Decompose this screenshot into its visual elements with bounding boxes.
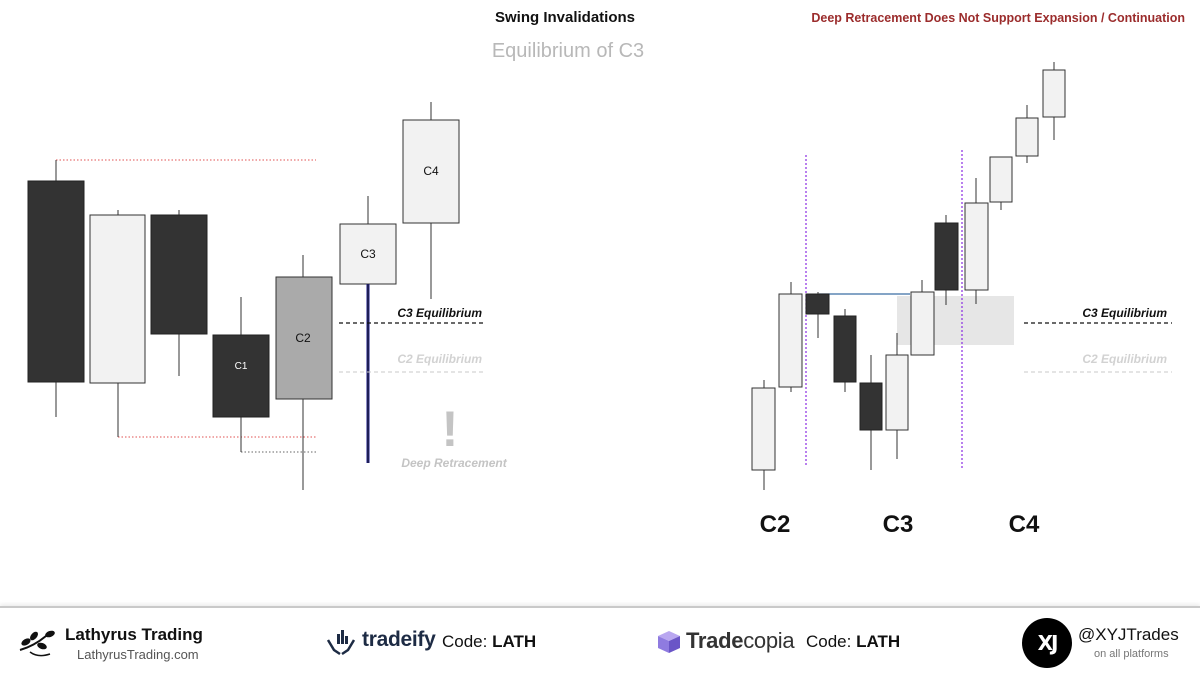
candle-body [934, 222, 959, 291]
candle-body [1042, 69, 1066, 118]
tradecopia-code-label: Code: [806, 632, 857, 651]
candle-body [751, 387, 776, 471]
lathyrus-brand-name: Lathyrus Trading [65, 625, 203, 644]
tradeify-wordmark: tradeify [362, 628, 436, 651]
tradecopia-cube-icon [658, 631, 680, 653]
candle-body [1015, 117, 1039, 157]
section-label-c4: C4 [1009, 511, 1040, 538]
candle-body [885, 354, 909, 431]
candle-c3-label: C3 [360, 247, 376, 261]
right-candlestick-diagram: C3 Equilibrium C2 Equilibrium C2 C3 C4 [751, 62, 1172, 538]
candle-body [989, 156, 1013, 203]
section-label-c3: C3 [883, 511, 914, 538]
tradecopia-code-value: LATH [856, 632, 901, 651]
c2-equilibrium-label: C2 Equilibrium [397, 352, 482, 366]
xyj-subtitle: on all platforms [1094, 648, 1169, 660]
c2-equilibrium-label: C2 Equilibrium [1082, 352, 1167, 366]
left-candlestick-diagram: C1 C2 C3 C4 C3 Equilibrium C2 Equilibriu… [27, 102, 508, 490]
candle-c2-body [275, 276, 333, 400]
candle-c4-body [402, 119, 460, 224]
candle-body [833, 315, 857, 383]
candle-c4-label: C4 [423, 164, 439, 178]
lathyrus-site-link[interactable]: LathyrusTrading.com [77, 647, 199, 662]
tradecopia-code: Code: LATH [806, 632, 900, 652]
candle-c1-body [212, 334, 270, 418]
tradeify-code: Code: LATH [442, 632, 536, 652]
candle-body [89, 214, 146, 384]
tradecopia-word-rest: copia [743, 628, 795, 653]
section-label-c2: C2 [760, 511, 791, 538]
right-header: Deep Retracement Does Not Support Expans… [811, 11, 1185, 25]
page-title: Swing Invalidations [494, 9, 636, 26]
tradecopia-word-bold: Trade [686, 628, 744, 653]
tradeify-code-value: LATH [492, 632, 537, 651]
candle-body [778, 293, 803, 388]
footer: Lathyrus Trading LathyrusTrading.com tra… [0, 606, 1200, 677]
tradeify-hands-icon [326, 630, 356, 656]
left-subtitle: Equilibrium of C3 [491, 40, 645, 62]
candle-c2-label: C2 [295, 331, 311, 345]
candle-body [27, 180, 85, 383]
candle-body [805, 293, 830, 315]
xyj-handle[interactable]: @XYJTrades [1078, 625, 1179, 644]
candle-c1-label: C1 [235, 361, 248, 372]
candle-body [910, 291, 935, 356]
lathyrus-leaf-icon [19, 630, 55, 657]
exclamation-mark: ! [442, 401, 459, 457]
tradecopia-wordmark: Tradecopia [686, 628, 795, 654]
c3-equilibrium-label: C3 Equilibrium [1082, 306, 1167, 320]
candle-body [859, 382, 883, 431]
c3-equilibrium-label: C3 Equilibrium [397, 306, 482, 320]
xyj-logo-icon: XJ [1022, 618, 1072, 668]
deep-retracement-label: Deep Retracement [401, 456, 507, 470]
candle-body [150, 214, 208, 335]
tradeify-code-label: Code: [442, 632, 493, 651]
candle-body [964, 202, 989, 291]
candle-c3-body [339, 223, 397, 285]
